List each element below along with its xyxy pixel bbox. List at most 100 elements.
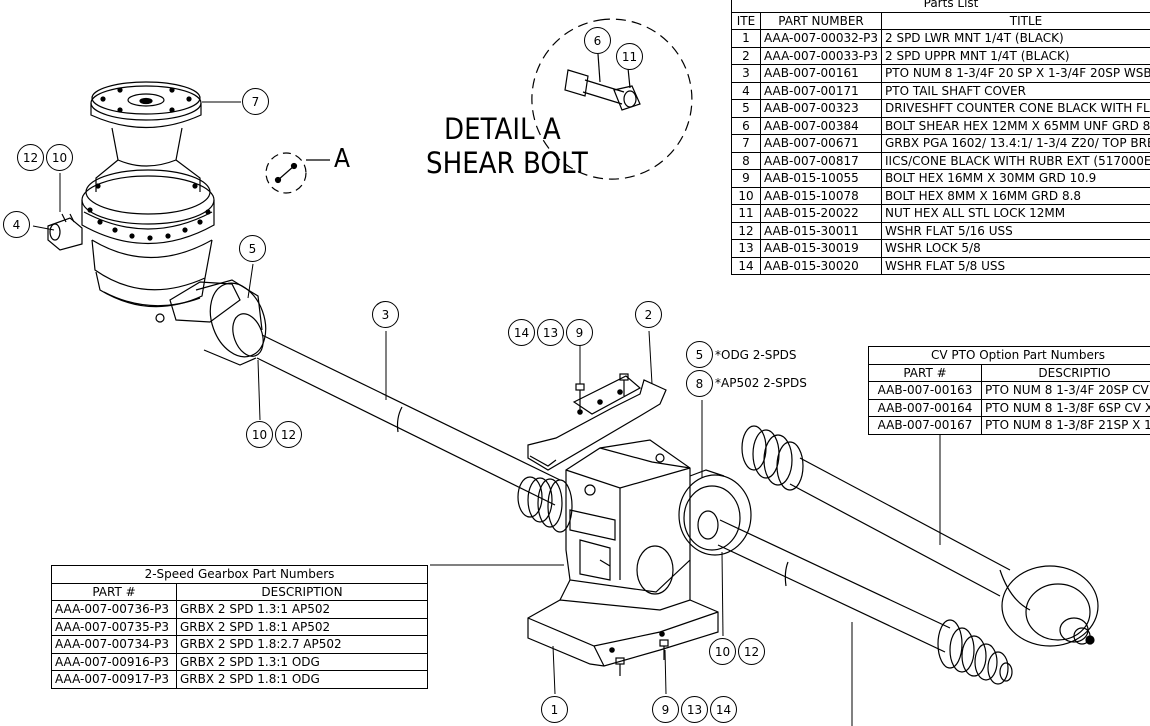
pto-shaft-3-drawing xyxy=(195,279,573,533)
balloon-12: 12 xyxy=(275,421,302,448)
detail-a-view xyxy=(265,18,693,194)
gearbox-table-row-cell: GRBX 2 SPD 1.8:2.7 AP502 xyxy=(176,635,428,654)
cv-table-caption: CV PTO Option Part Numbers xyxy=(868,346,1150,365)
parts-list-row-cell: BOLT SHEAR HEX 12MM X 65MM UNF GRD 8. xyxy=(881,116,1150,135)
parts-list-row-cell: 2 SPD LWR MNT 1/4T (BLACK) xyxy=(881,29,1150,48)
balloon-6: 6 xyxy=(584,27,611,54)
gearbox-col-description: DESCRIPTION xyxy=(176,582,428,601)
balloon-9: 9 xyxy=(566,319,593,346)
balloon-1: 1 xyxy=(541,696,568,723)
parts-list-row-cell: PTO NUM 8 1-3/4F 20 SP X 1-3/4F 20SP WSB xyxy=(881,64,1150,83)
parts-list-row-cell: WSHR FLAT 5/16 USS xyxy=(881,221,1150,240)
parts-col-part-number: PART NUMBER xyxy=(760,11,882,30)
parts-list-row-cell: 10 xyxy=(731,186,761,205)
gearbox-col-part: PART # xyxy=(51,582,177,601)
balloon-7: 7 xyxy=(242,88,269,115)
cv-table-row-cell: AAB-007-00164 xyxy=(868,398,982,417)
cv-table-row-cell: PTO NUM 8 1-3/8F 21SP X 1 xyxy=(981,416,1150,435)
balloon-10: 10 xyxy=(46,144,73,171)
parts-list-row-cell: 2 SPD UPPR MNT 1/4T (BLACK) xyxy=(881,46,1150,65)
balloon-3: 3 xyxy=(372,301,399,328)
gearbox-table-row-cell: AAA-007-00917-P3 xyxy=(51,670,177,689)
cv-col-part: PART # xyxy=(868,363,982,382)
parts-list-row-cell: AAB-015-10078 xyxy=(760,186,882,205)
parts-list-row-cell: AAB-007-00323 xyxy=(760,99,882,118)
parts-list-row-cell: GRBX PGA 1602/ 13.4:1/ 1-3/4 Z20/ TOP BR… xyxy=(881,134,1150,153)
parts-list-row-cell: 14 xyxy=(731,256,761,275)
parts-list-row-cell: AAA-007-00032-P3 xyxy=(760,29,882,48)
parts-list-row-cell: AAB-007-00817 xyxy=(760,151,882,170)
balloon-9: 9 xyxy=(652,696,679,723)
detail-a-subtitle: SHEAR BOLT xyxy=(426,146,588,180)
cv-table-row-cell: PTO NUM 8 1-3/8F 6SP CV X xyxy=(981,398,1150,417)
gearbox-table-row-cell: GRBX 2 SPD 1.8:1 ODG xyxy=(176,670,428,689)
parts-list-row-cell: AAB-015-20022 xyxy=(760,204,882,223)
leader-lines xyxy=(32,101,941,726)
two-speed-gearbox-drawing xyxy=(527,373,752,676)
parts-list-row-cell: AAB-007-00384 xyxy=(760,116,882,135)
parts-list-row-cell: AAB-015-30011 xyxy=(760,221,882,240)
parts-list-row-cell: 13 xyxy=(731,239,761,258)
cv-pto-shaft-drawing xyxy=(741,425,1099,647)
parts-list-row-cell: 1 xyxy=(731,29,761,48)
cv-col-description: DESCRIPTIO xyxy=(981,363,1150,382)
parts-list-row-cell: AAB-007-00161 xyxy=(760,64,882,83)
parts-list-row-cell: IICS/CONE BLACK WITH RUBR EXT (517000E xyxy=(881,151,1150,170)
balloon-12: 12 xyxy=(17,144,44,171)
parts-list-row-cell: DRIVESHFT COUNTER CONE BLACK WITH FL xyxy=(881,99,1150,118)
gearbox-7-drawing xyxy=(47,81,241,323)
balloon-12: 12 xyxy=(738,638,765,665)
parts-list-row-cell: AAB-007-00671 xyxy=(760,134,882,153)
parts-list-row-cell: 8 xyxy=(731,151,761,170)
cv-table-row-cell: PTO NUM 8 1-3/4F 20SP CV X xyxy=(981,381,1150,400)
odg-note: *ODG 2-SPDS xyxy=(715,348,797,362)
parts-col-title: TITLE xyxy=(881,11,1150,30)
detail-a-title: DETAIL A xyxy=(444,112,561,146)
parts-list-row-cell: AAA-007-00033-P3 xyxy=(760,46,882,65)
parts-list-row-cell: AAB-007-00171 xyxy=(760,81,882,100)
cv-table-row-cell: AAB-007-00167 xyxy=(868,416,982,435)
cv-pto-table: CV PTO Option Part Numbers PART # DESCRI… xyxy=(868,346,1150,435)
gearbox-table-row-cell: GRBX 2 SPD 1.3:1 AP502 xyxy=(176,600,428,619)
balloon-13: 13 xyxy=(537,319,564,346)
parts-list-row-cell: 5 xyxy=(731,99,761,118)
parts-list-row-cell: WSHR LOCK 5/8 xyxy=(881,239,1150,258)
gearbox-table-row-cell: GRBX 2 SPD 1.8:1 AP502 xyxy=(176,617,428,636)
parts-list-row-cell: AAB-015-30019 xyxy=(760,239,882,258)
gearbox-table-row-cell: AAA-007-00916-P3 xyxy=(51,652,177,671)
parts-list-row-cell: BOLT HEX 16MM X 30MM GRD 10.9 xyxy=(881,169,1150,188)
parts-list-row-cell: 11 xyxy=(731,204,761,223)
parts-list-row-cell: 12 xyxy=(731,221,761,240)
parts-list-row-cell: AAB-015-30020 xyxy=(760,256,882,275)
balloon-5: 5 xyxy=(239,235,266,262)
parts-list-caption: Parts List xyxy=(731,0,1150,13)
cv-table-row-cell: AAB-007-00163 xyxy=(868,381,982,400)
balloon-11: 11 xyxy=(616,43,643,70)
gearbox-table-row-cell: AAA-007-00735-P3 xyxy=(51,617,177,636)
parts-list-row-cell: 7 xyxy=(731,134,761,153)
gearbox-table-row-cell: AAA-007-00734-P3 xyxy=(51,635,177,654)
detail-view-label: A xyxy=(334,144,351,174)
balloon-8: 8 xyxy=(686,370,713,397)
gearbox-table-caption: 2-Speed Gearbox Part Numbers xyxy=(51,565,428,584)
